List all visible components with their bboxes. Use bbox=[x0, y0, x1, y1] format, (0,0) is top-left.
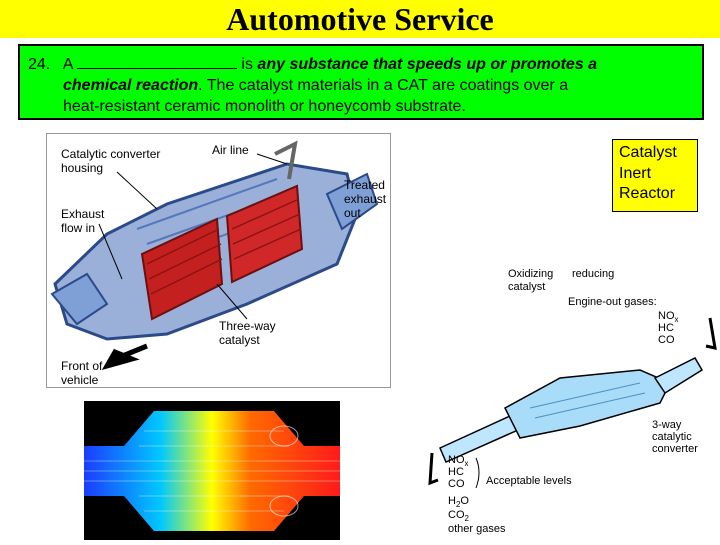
label-oxidizing: Oxidizing bbox=[508, 268, 553, 280]
label-exhaust-in-1: Exhaust bbox=[61, 207, 105, 221]
label-co: CO bbox=[658, 334, 675, 346]
title-bar: Automotive Service bbox=[0, 0, 720, 38]
label-exhaust-in-2: flow in bbox=[61, 221, 95, 235]
label-hc: HC bbox=[658, 322, 674, 334]
answer-option: Inert bbox=[619, 164, 652, 182]
page-title: Automotive Service bbox=[226, 1, 494, 37]
label-housing-2: housing bbox=[61, 161, 103, 175]
flow-simulation-image bbox=[84, 401, 340, 540]
three-way-converter-illustration: Oxidizing reducing catalyst Engine-out g… bbox=[428, 268, 717, 535]
label-treated-1: Treated bbox=[344, 178, 385, 192]
label-housing-1: Catalytic converter bbox=[61, 147, 160, 161]
label-out-hc: HC bbox=[448, 466, 464, 478]
label-out-nox: NOx bbox=[448, 454, 469, 468]
label-co2: CO2 bbox=[448, 509, 470, 523]
answer-option: Reactor bbox=[619, 185, 676, 202]
question-line-3: heat-resistant ceramic monolith or honey… bbox=[28, 96, 694, 117]
label-threeway-1: 3-way bbox=[652, 419, 682, 431]
label-threeway-2: catalyst bbox=[219, 333, 260, 347]
label-threeway-3: converter bbox=[652, 443, 698, 455]
question-line-1: 24. A is any substance that speeds up or… bbox=[28, 54, 694, 75]
question-box: 24. A is any substance that speeds up or… bbox=[18, 44, 704, 120]
definition-emphasis-1: any substance that speeds up or promotes… bbox=[257, 56, 598, 73]
label-catalyst: catalyst bbox=[508, 281, 545, 293]
label-air-line: Air line bbox=[212, 143, 249, 157]
answer-option: Catalyst bbox=[619, 144, 677, 161]
answer-blank bbox=[76, 54, 237, 69]
label-out-co: CO bbox=[448, 478, 465, 490]
converter-cutaway-illustration: Catalytic converter housing Air line Tre… bbox=[50, 140, 387, 387]
label-acceptable: Acceptable levels bbox=[486, 475, 572, 487]
label-treated-3: out bbox=[344, 206, 361, 220]
flow-simulation-graphic bbox=[84, 411, 340, 531]
question-prefix: A bbox=[62, 56, 73, 73]
definition-emphasis-2: chemical reaction bbox=[63, 77, 199, 94]
label-h2o: H2O bbox=[448, 495, 469, 509]
question-line-3-text: heat-resistant ceramic monolith or honey… bbox=[63, 98, 466, 115]
label-treated-2: exhaust bbox=[344, 192, 387, 206]
label-nox: NOx bbox=[658, 310, 679, 324]
label-front-2: vehicle bbox=[61, 373, 99, 387]
question-number: 24. bbox=[28, 56, 51, 73]
label-front-1: Front of bbox=[61, 359, 103, 373]
label-threeway-1: Three-way bbox=[219, 319, 276, 333]
three-way-converter-figure: Oxidizing reducing catalyst Engine-out g… bbox=[410, 258, 720, 540]
label-reducing: reducing bbox=[572, 268, 614, 280]
answer-options-box: Catalyst Inert Reactor bbox=[612, 139, 698, 212]
converter-cutaway-figure: Catalytic converter housing Air line Tre… bbox=[46, 133, 391, 388]
label-other-gases: other gases bbox=[448, 523, 506, 535]
question-rest-2: . The catalyst materials in a CAT are co… bbox=[198, 77, 569, 94]
question-line-2: chemical reaction. The catalyst material… bbox=[28, 75, 694, 96]
question-rest-1: is bbox=[236, 56, 258, 73]
label-engine-out: Engine-out gases: bbox=[568, 296, 657, 308]
label-threeway-2: catalytic bbox=[652, 431, 692, 443]
